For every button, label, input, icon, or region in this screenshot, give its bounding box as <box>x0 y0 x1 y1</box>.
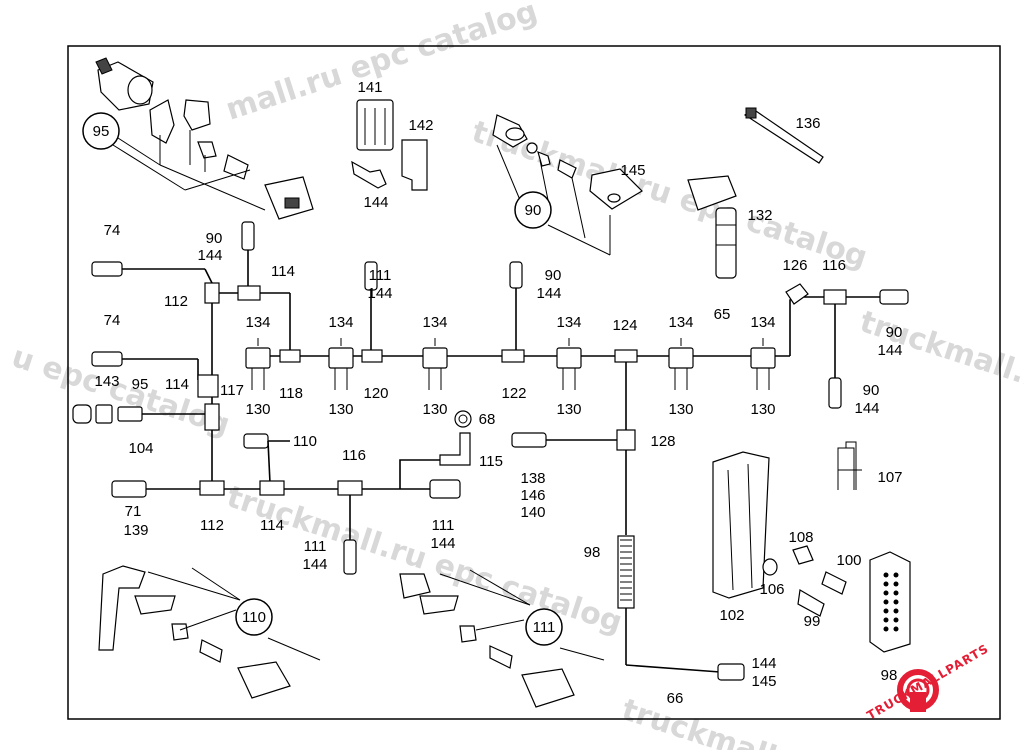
part-label: 111 <box>369 267 392 284</box>
part-label: 110 <box>293 433 317 450</box>
part-label: 132 <box>747 207 772 224</box>
part-label: 90 <box>206 230 223 247</box>
callout-circle <box>235 598 273 636</box>
part-label: 118 <box>279 385 303 402</box>
part-label: 65 <box>714 306 731 323</box>
part-label: 99 <box>804 613 821 630</box>
part-label: 68 <box>479 411 496 428</box>
part-label: 138 <box>520 470 545 487</box>
part-label: 116 <box>342 447 366 464</box>
component-group-90 <box>492 114 643 256</box>
part-label: 128 <box>650 433 675 450</box>
part-label: 144 <box>363 194 388 211</box>
part-label: 124 <box>612 317 637 334</box>
part-label: 130 <box>328 401 353 418</box>
part-label: 134 <box>556 314 581 331</box>
callout-circle <box>525 608 563 646</box>
part-label: 100 <box>836 552 861 569</box>
part-label: 144 <box>197 247 222 264</box>
part-label: 98 <box>584 544 601 561</box>
part-label: 104 <box>128 440 153 457</box>
callout-circle <box>82 112 120 150</box>
part-label: 130 <box>422 401 447 418</box>
part-label: 111 <box>432 517 455 534</box>
part-label: 90 <box>545 267 562 284</box>
part-label: 120 <box>363 385 388 402</box>
part-label: 130 <box>668 401 693 418</box>
part-label: 111 <box>304 538 327 555</box>
part-label: 130 <box>245 401 270 418</box>
callout: 110 <box>235 598 273 636</box>
part-label: 122 <box>501 385 526 402</box>
part-label: 144 <box>751 655 776 672</box>
part-label: 114 <box>260 517 284 534</box>
component-group-141 <box>351 99 428 191</box>
part-label: 90 <box>886 324 903 341</box>
component-132 <box>687 175 737 279</box>
part-label: 146 <box>520 487 545 504</box>
part-label: 144 <box>430 535 455 552</box>
part-label: 130 <box>750 401 775 418</box>
part-label: 117 <box>220 382 244 399</box>
part-label: 130 <box>556 401 581 418</box>
part-label: 144 <box>367 285 392 302</box>
part-label: 95 <box>132 376 149 393</box>
component-136 <box>743 107 824 164</box>
component-group-111 <box>399 569 605 708</box>
part-label: 114 <box>165 376 189 393</box>
component-group-110 <box>98 565 321 699</box>
part-label: 144 <box>877 342 902 359</box>
part-label: 116 <box>822 257 846 274</box>
part-label: 140 <box>520 504 545 521</box>
part-label: 134 <box>422 314 447 331</box>
watermark-text: truckmall.ru epc catalog <box>223 479 627 640</box>
watermark-text: truckmall <box>618 692 781 750</box>
part-label: 74 <box>104 222 121 239</box>
part-label: 98 <box>881 667 898 684</box>
part-label: 144 <box>536 285 561 302</box>
part-label: 114 <box>271 263 295 280</box>
part-label: 139 <box>123 522 148 539</box>
part-label: 107 <box>877 469 902 486</box>
part-label: 102 <box>719 607 744 624</box>
diagram-frame <box>67 45 1001 720</box>
part-label: 145 <box>620 162 645 179</box>
part-label: 106 <box>759 581 784 598</box>
part-label: 134 <box>328 314 353 331</box>
part-label: 144 <box>302 556 327 573</box>
part-label: 74 <box>104 312 121 329</box>
part-label: 90 <box>863 382 880 399</box>
callout: 90 <box>514 191 552 229</box>
callout-label: 110 <box>242 609 266 626</box>
part-label: 143 <box>94 373 119 390</box>
callout-label: 95 <box>93 123 110 140</box>
part-label: 134 <box>668 314 693 331</box>
component-group-95 <box>95 57 314 220</box>
part-label: 112 <box>164 293 188 310</box>
callout: 95 <box>82 112 120 150</box>
callout-label: 90 <box>525 202 542 219</box>
callout-label: 111 <box>533 619 556 636</box>
part-label: 134 <box>750 314 775 331</box>
part-label: 112 <box>200 517 224 534</box>
callout-circles: 95 90 110 111 <box>82 112 563 646</box>
part-label: 145 <box>751 673 776 690</box>
part-label: 71 <box>125 503 142 520</box>
callout: 111 <box>525 608 563 646</box>
part-label: 134 <box>245 314 270 331</box>
part-label: 144 <box>854 400 879 417</box>
part-label: 141 <box>357 79 382 96</box>
part-label: 66 <box>667 690 684 707</box>
part-label: 142 <box>408 117 433 134</box>
part-label: 136 <box>795 115 820 132</box>
harness-wiring <box>72 221 909 681</box>
part-label: 115 <box>479 453 503 470</box>
part-label: 126 <box>782 257 807 274</box>
watermark-text: truckmall.ru epc <box>856 304 1024 423</box>
part-label: 108 <box>788 529 813 546</box>
component-group-right <box>712 441 911 653</box>
callout-circle <box>514 191 552 229</box>
